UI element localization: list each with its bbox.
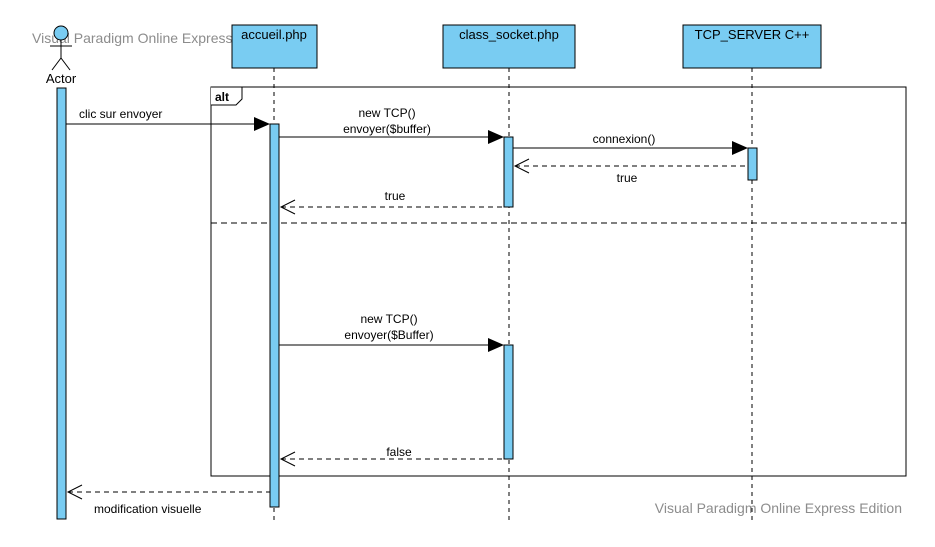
message-label-newtcp-1: new TCP() xyxy=(358,106,415,120)
return-label-modif: modification visuelle xyxy=(94,502,202,516)
activation-actor xyxy=(56,87,67,520)
message-label-newtcp-2: new TCP() xyxy=(360,312,417,326)
lifeline-label-socket: class_socket.php xyxy=(459,27,559,42)
alt-fragment-label: alt xyxy=(215,90,229,104)
return-true-server[interactable]: true xyxy=(513,158,748,185)
message-new-tcp-1[interactable]: new TCP() envoyer($buffer) xyxy=(279,106,504,144)
watermark-bottom: Visual Paradigm Online Express Edition xyxy=(655,500,902,516)
alt-fragment: alt xyxy=(210,86,907,477)
activation-socket-1 xyxy=(503,136,514,208)
activation-server xyxy=(747,147,758,181)
lifeline-header-accueil[interactable]: accueil.php xyxy=(231,24,318,69)
return-label-false: false xyxy=(386,445,412,459)
message-label-envoyer-1: envoyer($buffer) xyxy=(343,122,431,136)
message-label-clic: clic sur envoyer xyxy=(79,107,162,121)
lifeline-label-server: TCP_SERVER C++ xyxy=(695,27,810,42)
activation-accueil xyxy=(269,123,280,508)
watermark-top: Visual Paradigm Online Express Edition xyxy=(32,30,279,46)
lifeline-header-server[interactable]: TCP_SERVER C++ xyxy=(682,24,822,69)
return-false[interactable]: false xyxy=(279,445,504,467)
message-clic-sur-envoyer[interactable]: clic sur envoyer xyxy=(66,107,270,131)
return-modification-visuelle[interactable]: modification visuelle xyxy=(66,484,270,516)
return-label-true-1: true xyxy=(617,171,638,185)
return-true-socket[interactable]: true xyxy=(279,189,504,215)
lifeline-label-accueil: accueil.php xyxy=(241,27,307,42)
message-new-tcp-2[interactable]: new TCP() envoyer($Buffer) xyxy=(279,312,504,352)
lifeline-header-socket[interactable]: class_socket.php xyxy=(442,24,576,69)
message-label-envoyer-2: envoyer($Buffer) xyxy=(344,328,433,342)
actor-label: Actor xyxy=(46,71,77,86)
message-connexion[interactable]: connexion() xyxy=(513,132,748,155)
activation-socket-2 xyxy=(503,344,514,460)
return-label-true-2: true xyxy=(385,189,406,203)
actor-icon xyxy=(50,25,72,71)
message-label-connexion: connexion() xyxy=(593,132,656,146)
